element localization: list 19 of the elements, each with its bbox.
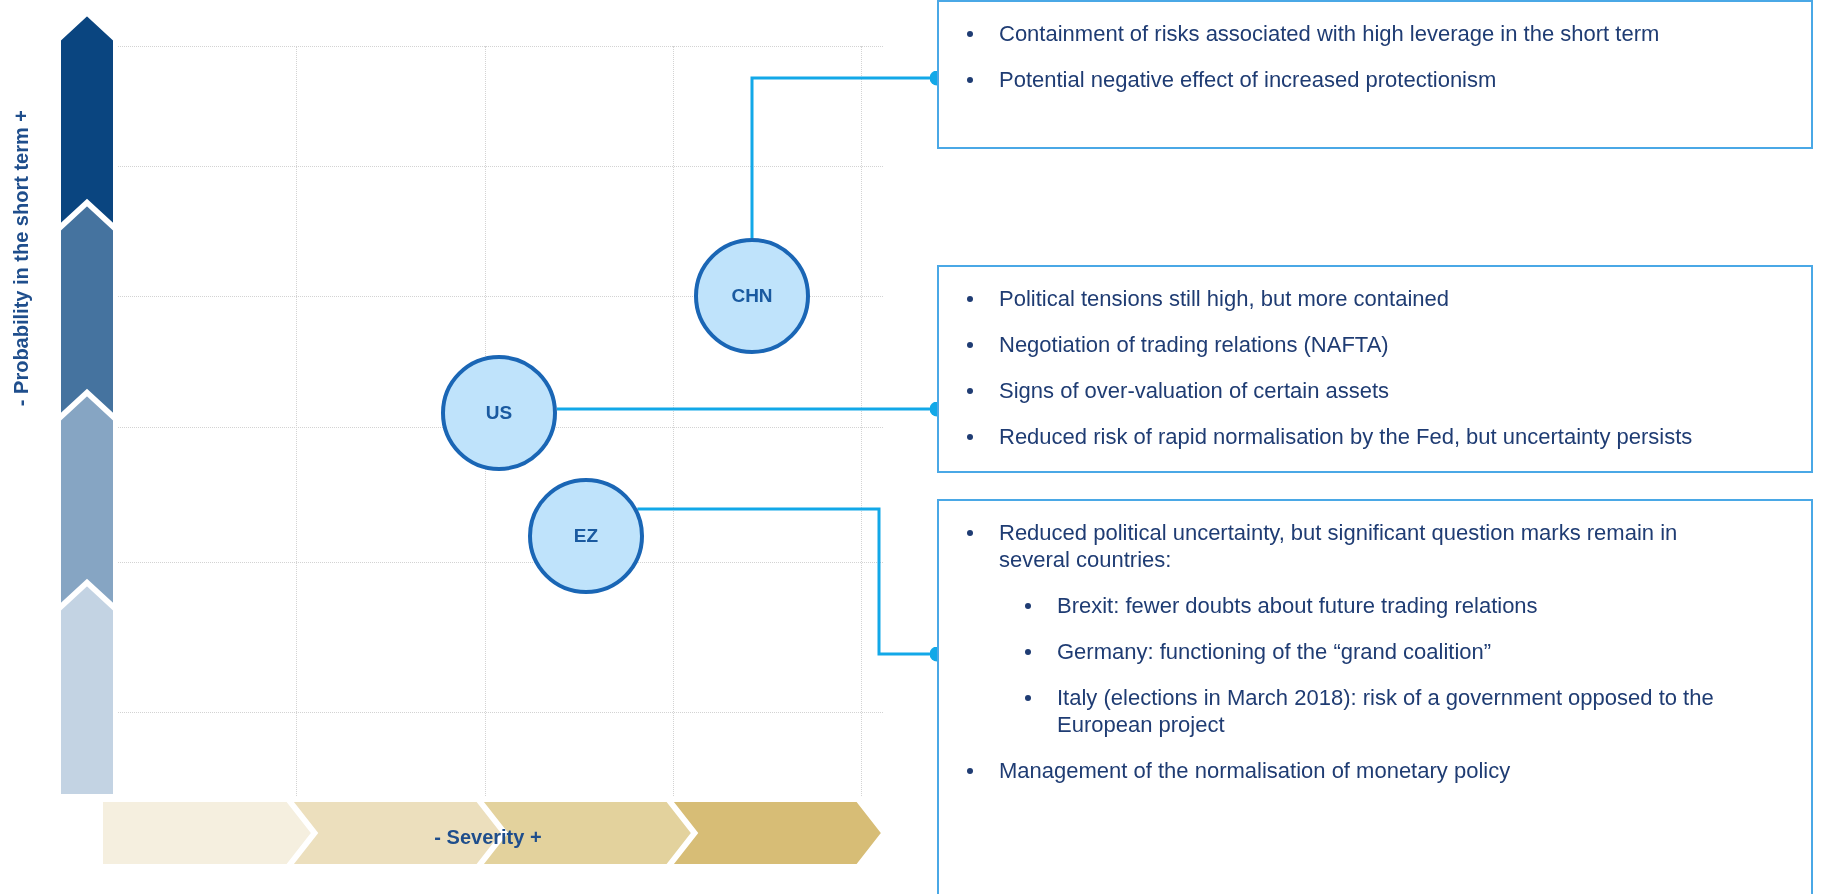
text-panel [937, 0, 1813, 149]
bullet-text: Potential negative effect of increased protectionism [999, 67, 1497, 92]
country-bubble: CHN [694, 238, 810, 354]
bullet-text: Reduced political uncertainty, but significant question marks remain in several countries: [999, 520, 1678, 572]
axis-title: - Probability in the short term + [10, 110, 33, 407]
bullet-text: Containment of risks associated with high leverage in the short term [999, 21, 1660, 46]
text-panel [937, 499, 1813, 894]
text-panel [937, 265, 1813, 473]
country-bubble: US [441, 355, 557, 471]
bullet-text: Italy (elections in March 2018): risk of a government opposed to the European project [1057, 685, 1714, 737]
bullet-text: Germany: functioning of the “grand coalition” [1057, 639, 1492, 664]
bullet-text: Political tensions still high, but more contained [999, 286, 1450, 311]
bullet-text: Signs of over-valuation of certain assets [999, 378, 1390, 403]
bullet-text: Negotiation of trading relations (NAFTA) [999, 332, 1389, 357]
bullet-text: Reduced risk of rapid normalisation by the Fed, but uncertainty persists [999, 424, 1693, 449]
bullet-text: Management of the normalisation of monetary policy [999, 758, 1511, 783]
axis-title: - Severity + [434, 826, 542, 849]
bullet-text: Brexit: fewer doubts about future trading relations [1057, 593, 1538, 618]
country-bubble: EZ [528, 478, 644, 594]
